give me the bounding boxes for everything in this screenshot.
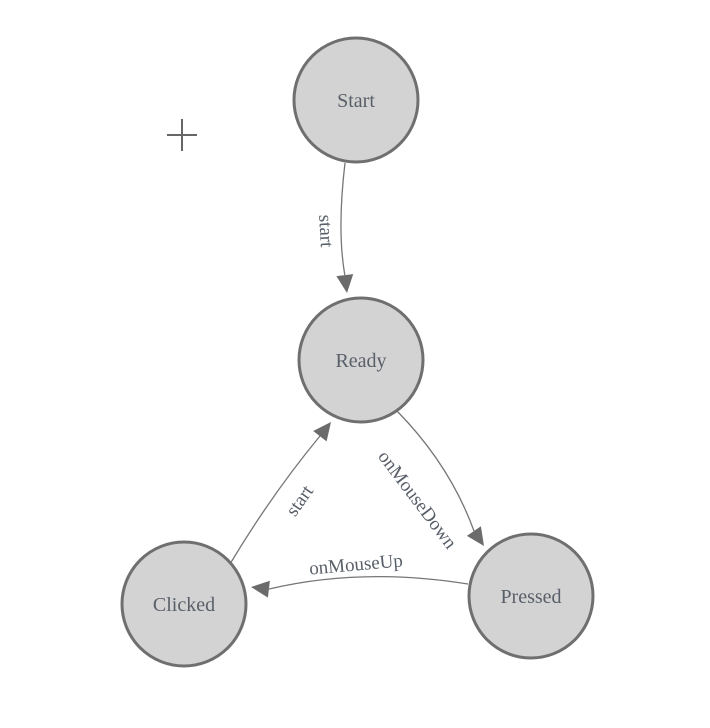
crosshair-cursor-icon xyxy=(167,119,197,151)
arrowhead-into-ready-top-icon xyxy=(336,274,354,293)
arrowhead-into-ready-bottom-icon xyxy=(313,422,331,442)
edge-clicked-to-ready[interactable]: start xyxy=(229,422,331,565)
edge-pressed-to-clicked[interactable]: onMouseUp xyxy=(251,550,469,598)
edge-clicked-to-ready-line[interactable] xyxy=(229,435,321,565)
node-clicked[interactable]: Clicked xyxy=(120,540,248,668)
edge-label-onmouseup: onMouseUp xyxy=(308,550,403,579)
node-start-label: Start xyxy=(337,90,375,112)
node-start[interactable]: Start xyxy=(292,36,420,164)
arrowhead-into-clicked-icon xyxy=(251,580,270,598)
edge-ready-to-pressed[interactable]: onMouseDown xyxy=(373,410,484,554)
node-start-circle[interactable] xyxy=(292,36,420,164)
node-clicked-circle[interactable] xyxy=(120,540,248,668)
node-ready[interactable]: Ready xyxy=(297,296,425,424)
edge-label-start-top: start xyxy=(314,214,337,248)
node-ready-label: Ready xyxy=(335,350,386,372)
node-clicked-label: Clicked xyxy=(153,594,215,616)
edge-start-to-ready[interactable]: start xyxy=(314,162,354,293)
node-pressed-label: Pressed xyxy=(500,586,561,608)
node-pressed[interactable]: Pressed xyxy=(467,532,595,660)
edge-start-to-ready-line[interactable] xyxy=(340,162,346,276)
edge-label-onmousedown: onMouseDown xyxy=(373,447,461,554)
edge-ready-to-pressed-line[interactable] xyxy=(396,410,475,532)
edge-pressed-to-clicked-line[interactable] xyxy=(268,575,469,590)
edge-label-start-left: start xyxy=(282,481,318,520)
node-pressed-circle[interactable] xyxy=(467,532,595,660)
node-ready-circle[interactable] xyxy=(297,296,425,424)
arrowhead-into-pressed-icon xyxy=(466,526,484,546)
